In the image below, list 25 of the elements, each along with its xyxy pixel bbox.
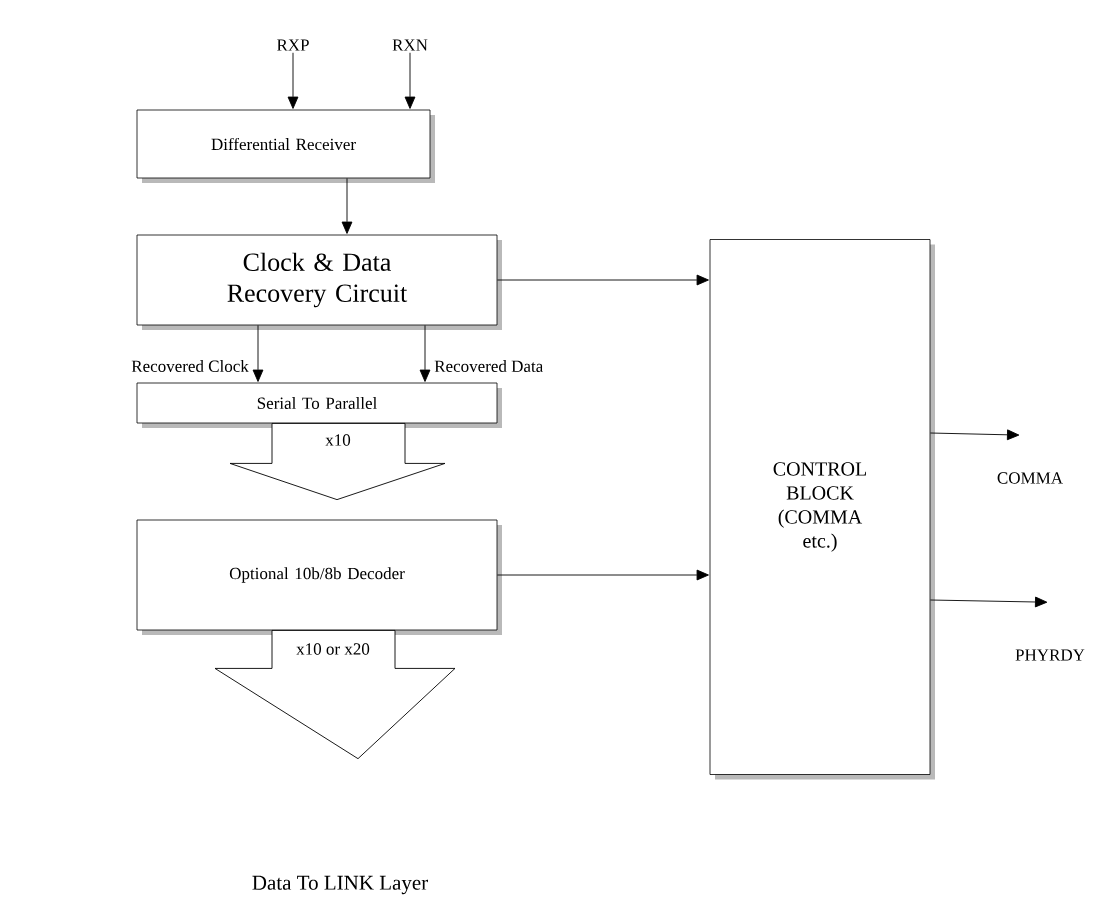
edge-label: x10 xyxy=(325,434,351,446)
edge-label: Recovered Data xyxy=(433,359,545,373)
control-block: CONTROL BLOCK (COMMA etc.) xyxy=(709,239,935,780)
process-box: Optional 10b/8b Decoder xyxy=(136,519,502,635)
block-arrow xyxy=(229,422,446,501)
signal-label: RXN xyxy=(392,39,428,51)
output-label: Data To LINK Layer xyxy=(252,875,428,895)
arrow xyxy=(287,52,299,109)
arrow xyxy=(252,324,264,382)
arrow xyxy=(929,429,1020,441)
arrow xyxy=(404,52,416,109)
signal-label: PHYRDY xyxy=(1015,649,1085,661)
process-box: Serial To Parallel xyxy=(136,382,502,428)
edge-label: Recovered Clock xyxy=(130,359,250,373)
process-box: Clock & Data Recovery Circuit xyxy=(136,234,502,330)
arrow xyxy=(496,274,709,286)
block-arrow xyxy=(214,629,456,760)
signal-label: RXP xyxy=(276,39,309,51)
arrow xyxy=(496,569,709,581)
edge-label: x10 or x20 xyxy=(296,643,370,655)
process-box: Differential Receiver xyxy=(136,109,435,183)
signal-label: COMMA xyxy=(997,472,1063,484)
arrow xyxy=(419,324,431,382)
arrow xyxy=(341,177,353,234)
arrow xyxy=(929,596,1048,608)
